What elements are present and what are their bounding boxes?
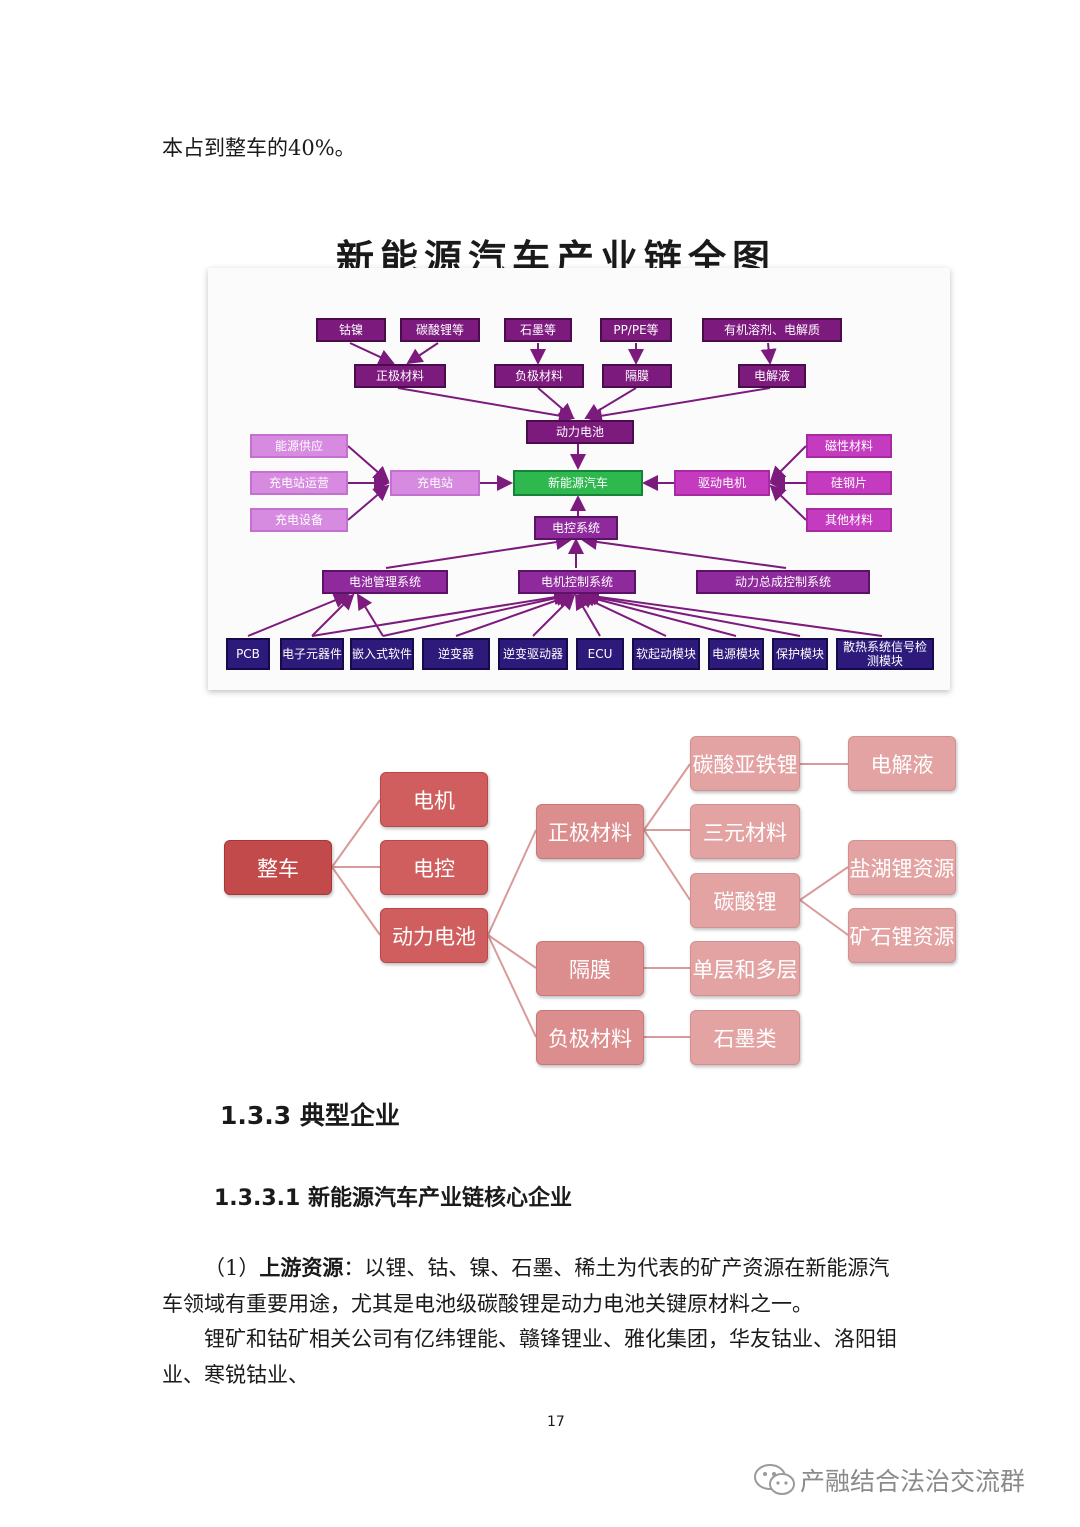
tree-level3-box: 碳酸亚铁锂: [690, 736, 800, 791]
tree-level2-box: 隔膜: [536, 941, 644, 996]
tree-level3-box: 三元材料: [690, 804, 800, 859]
battery-material-box: 隔膜: [602, 364, 672, 388]
intro-text: 本占到整车的40%。: [162, 136, 356, 160]
component-box: 逆变器: [422, 638, 490, 670]
component-box: 嵌入式软件: [350, 638, 414, 670]
control-system-box: 电池管理系统: [322, 570, 448, 594]
motor-material-box: 磁性材料: [806, 434, 892, 458]
wechat-icon: [754, 1464, 795, 1495]
tree-level3-box: 单层和多层: [690, 941, 800, 996]
paragraph-2-line-1: 锂矿和钴矿相关公司有亿纬锂能、赣锋锂业、雅化集团，华友钴业、洛阳钼: [204, 1327, 897, 1351]
paragraph-2-line-2: 业、寒锐钴业、: [162, 1363, 309, 1387]
component-box: 电子元器件: [280, 638, 344, 670]
section-heading: 1.3.3 典型企业: [220, 1101, 400, 1130]
component-box: 软起动模块: [632, 638, 700, 670]
para1-prefix: （1）: [204, 1256, 260, 1280]
raw-material-box: 石墨等: [504, 318, 572, 342]
raw-material-box: 碳酸锂等: [400, 318, 480, 342]
tree-level4-box: 电解液: [848, 736, 956, 791]
watermark-text: 产融结合法治交流群: [800, 1467, 1026, 1496]
motor-material-box: 其他材料: [806, 508, 892, 532]
component-box: 电源模块: [708, 638, 764, 670]
tree-level3-box: 碳酸锂: [690, 873, 800, 928]
motor-material-box: 硅钢片: [806, 471, 892, 495]
tree-level1-box: 电机: [380, 772, 488, 827]
power-battery-box: 动力电池: [526, 420, 634, 444]
raw-material-box: 钴镍: [316, 318, 386, 342]
para1-bold: 上游资源: [259, 1255, 344, 1280]
para1-rest: ：以锂、钴、镍、石墨、稀土为代表的矿产资源在新能源汽: [343, 1256, 890, 1280]
paragraph-1-line-1: （1）上游资源：以锂、钴、镍、石墨、稀土为代表的矿产资源在新能源汽: [204, 1250, 889, 1286]
control-system-box: 电机控制系统: [518, 570, 636, 594]
charging-source-box: 充电设备: [250, 508, 348, 532]
chain-diagram: 钴镍 碳酸锂等 石墨等 PP/PE等 有机溶剂、电解质 正极材料 负极材料 隔膜…: [208, 268, 950, 690]
tree-level1-box: 动力电池: [380, 908, 488, 963]
tree-level4-box: 矿石锂资源: [848, 908, 956, 963]
component-box: PCB: [226, 638, 270, 670]
battery-material-box: 负极材料: [494, 364, 584, 388]
charging-station-box: 充电站: [390, 470, 480, 496]
subsection-heading: 1.3.3.1 新能源汽车产业链核心企业: [214, 1186, 572, 1211]
chain-connectors: [247, 342, 883, 637]
charging-source-box: 能源供应: [250, 434, 348, 458]
component-box: 逆变驱动器: [498, 638, 568, 670]
component-box: 散热系统信号检测模块: [836, 638, 934, 670]
tree-root-box: 整车: [224, 840, 332, 895]
tree-level1-box: 电控: [380, 840, 488, 895]
tree-level2-box: 负极材料: [536, 1010, 644, 1065]
battery-material-box: 电解液: [738, 364, 806, 388]
center-nev-box: 新能源汽车: [513, 470, 643, 496]
component-box: ECU: [576, 638, 624, 670]
paragraph-1-line-2: 车领域有重要用途，尤其是电池级碳酸锂是动力电池关键原材料之一。: [162, 1292, 813, 1316]
page-number: 17: [547, 1414, 565, 1430]
drive-motor-box: 驱动电机: [674, 470, 770, 496]
raw-material-box: PP/PE等: [600, 318, 672, 342]
battery-material-box: 正极材料: [354, 364, 446, 388]
tree-level3-box: 石墨类: [690, 1010, 800, 1065]
control-system-box: 动力总成控制系统: [696, 570, 870, 594]
tree-level4-box: 盐湖锂资源: [848, 840, 956, 895]
raw-material-box: 有机溶剂、电解质: [702, 318, 842, 342]
electric-control-box: 电控系统: [534, 516, 618, 540]
charging-source-box: 充电站运营: [250, 471, 348, 495]
component-box: 保护模块: [772, 638, 828, 670]
tree-level2-box: 正极材料: [536, 804, 644, 859]
